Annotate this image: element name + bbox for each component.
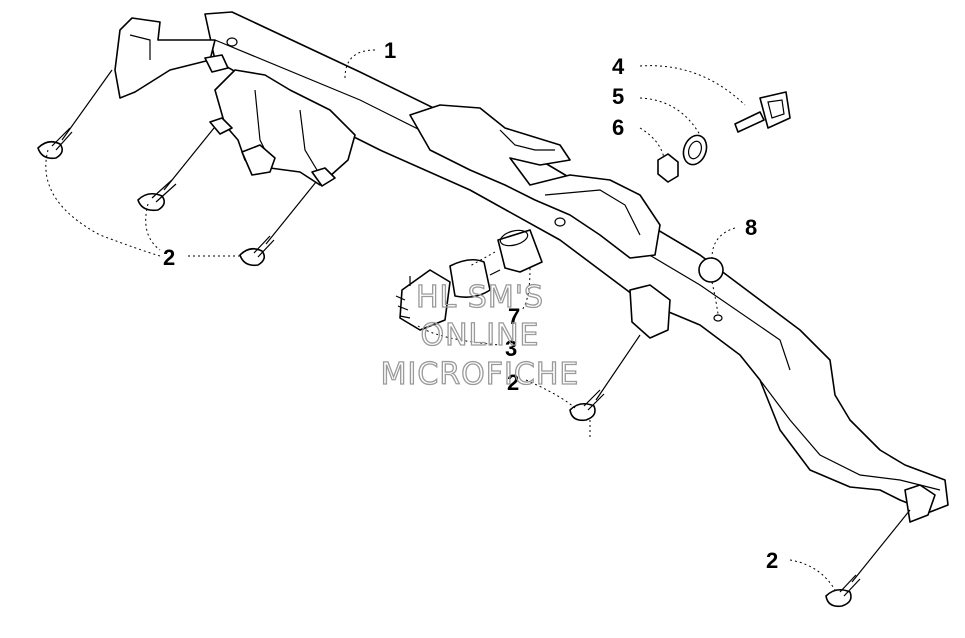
key-part-4[interactable] [734,91,791,133]
ignition-switch-part-3[interactable] [395,258,491,331]
callout-2-left: 2 [163,245,175,270]
callout-3: 3 [505,336,517,361]
screw-leaders [45,69,911,591]
screw-left-top[interactable] [37,127,73,160]
callout-7: 7 [508,304,520,329]
callout-2-right: 2 [766,548,778,573]
part-leaders [344,49,746,346]
screw-center[interactable] [569,389,605,422]
screw-left-middle[interactable] [137,179,177,212]
callout-4: 4 [612,54,625,79]
callout-6: 6 [612,115,624,140]
callout-5: 5 [612,84,624,109]
screw-right[interactable] [825,574,861,608]
watermark-line-1: HL SM'S [416,280,544,315]
watermark-line-3: MICROFICHE [381,357,580,392]
console-panel-part-1[interactable] [114,11,949,523]
boot-part-7[interactable] [497,228,543,273]
watermark-line-2: ONLINE [420,318,539,353]
plug-part-8[interactable] [698,257,724,283]
callout-2-center: 2 [507,370,519,395]
bezel-part-5[interactable] [680,132,711,168]
screw-left-bottom[interactable] [239,235,275,267]
nut-part-6[interactable] [657,153,679,183]
callout-8: 8 [745,215,757,240]
callout-1: 1 [384,38,396,63]
